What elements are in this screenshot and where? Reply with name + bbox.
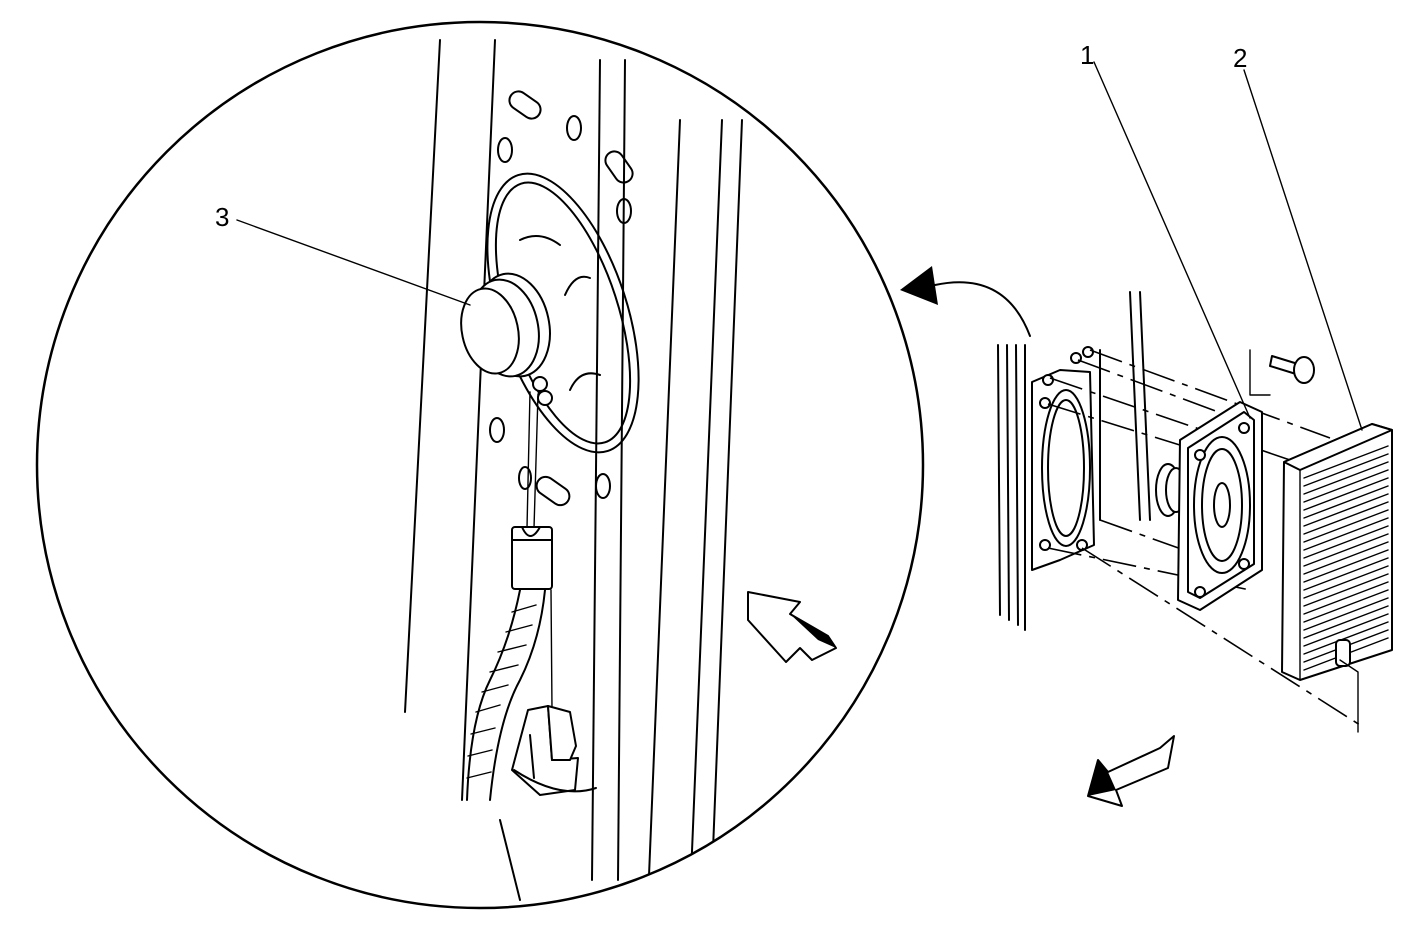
- callout-1: 1: [1080, 40, 1095, 70]
- front-arrow: [1087, 735, 1175, 807]
- speaker-grille: [1281, 423, 1393, 733]
- front-arrow-detail: [747, 591, 837, 663]
- exploded-assembly: [997, 61, 1393, 807]
- panel-holes: [489, 90, 634, 507]
- screw: [1249, 349, 1315, 396]
- tweeter: [460, 272, 553, 406]
- pillar-trim: [997, 291, 1151, 631]
- detail-circle: [35, 20, 925, 910]
- pillar-panel: [404, 39, 837, 901]
- speaker: [1177, 401, 1263, 611]
- detail-view: [35, 20, 925, 910]
- leader-3: [236, 219, 471, 306]
- wire-harness: [466, 391, 553, 801]
- callout-3: 3: [215, 202, 230, 232]
- callout-2: 2: [1233, 43, 1248, 73]
- grille-slats: [1303, 445, 1389, 671]
- zoom-arrow: [900, 266, 1031, 337]
- wire-clip: [511, 705, 597, 796]
- leader-1: [1093, 61, 1251, 419]
- leader-2: [1243, 69, 1363, 431]
